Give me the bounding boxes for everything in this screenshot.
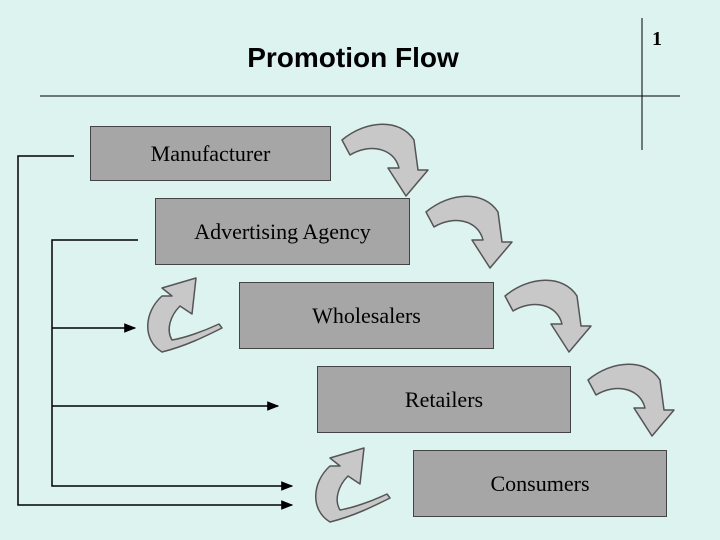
curved-arrow-down-icon (425, 195, 513, 269)
advertising-agency-label: Advertising Agency (194, 218, 371, 244)
retailers-label: Retailers (404, 386, 484, 412)
wholesalers-box: Wholesalers (239, 282, 494, 349)
curved-arrow-down-icon (587, 363, 675, 437)
curved-arrow-down-icon (341, 123, 429, 197)
manufacturer-box: Manufacturer (90, 126, 331, 181)
curved-arrow-down-icon (504, 279, 592, 353)
advertising-agency-box: Advertising Agency (155, 198, 410, 265)
manufacturer-label: Manufacturer (150, 140, 271, 166)
curved-arrow-up-icon (146, 277, 223, 353)
inner-feedback-line (51, 239, 294, 491)
slide-title: Promotion Flow (247, 42, 459, 73)
slide-number: 1 (652, 28, 662, 50)
curved-arrow-up-icon (314, 447, 391, 523)
wholesalers-label: Wholesalers (312, 302, 421, 328)
retailers-box: Retailers (317, 366, 571, 433)
consumers-box: Consumers (413, 450, 667, 517)
outer-feedback-line (17, 155, 294, 510)
consumers-label: Consumers (490, 470, 590, 496)
